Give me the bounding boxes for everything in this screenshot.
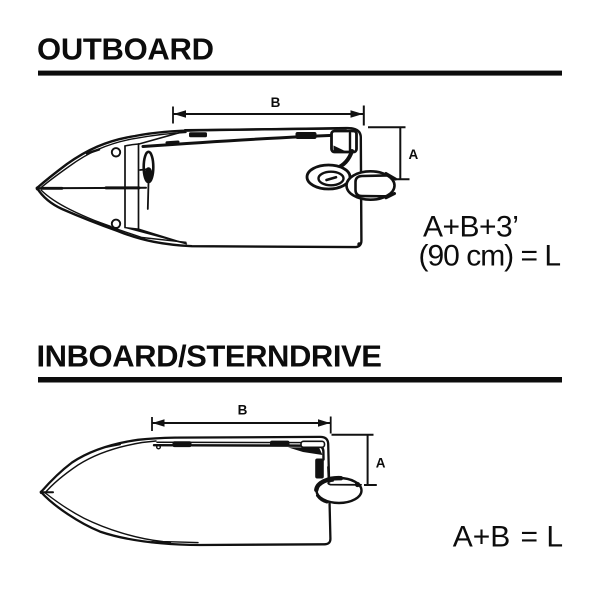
svg-text:INBOARD/STERNDRIVE: INBOARD/STERNDRIVE bbox=[37, 339, 382, 374]
svg-text:A: A bbox=[409, 147, 419, 162]
svg-text:B: B bbox=[238, 402, 248, 417]
svg-text:= L: = L bbox=[521, 520, 564, 553]
svg-text:A: A bbox=[376, 455, 386, 470]
svg-text:B: B bbox=[271, 95, 281, 110]
svg-text:OUTBOARD: OUTBOARD bbox=[37, 32, 214, 67]
svg-text:(90 cm) = L: (90 cm) = L bbox=[419, 240, 561, 273]
svg-text:A+B+3’: A+B+3’ bbox=[423, 210, 518, 243]
svg-text:A+B: A+B bbox=[453, 520, 511, 553]
